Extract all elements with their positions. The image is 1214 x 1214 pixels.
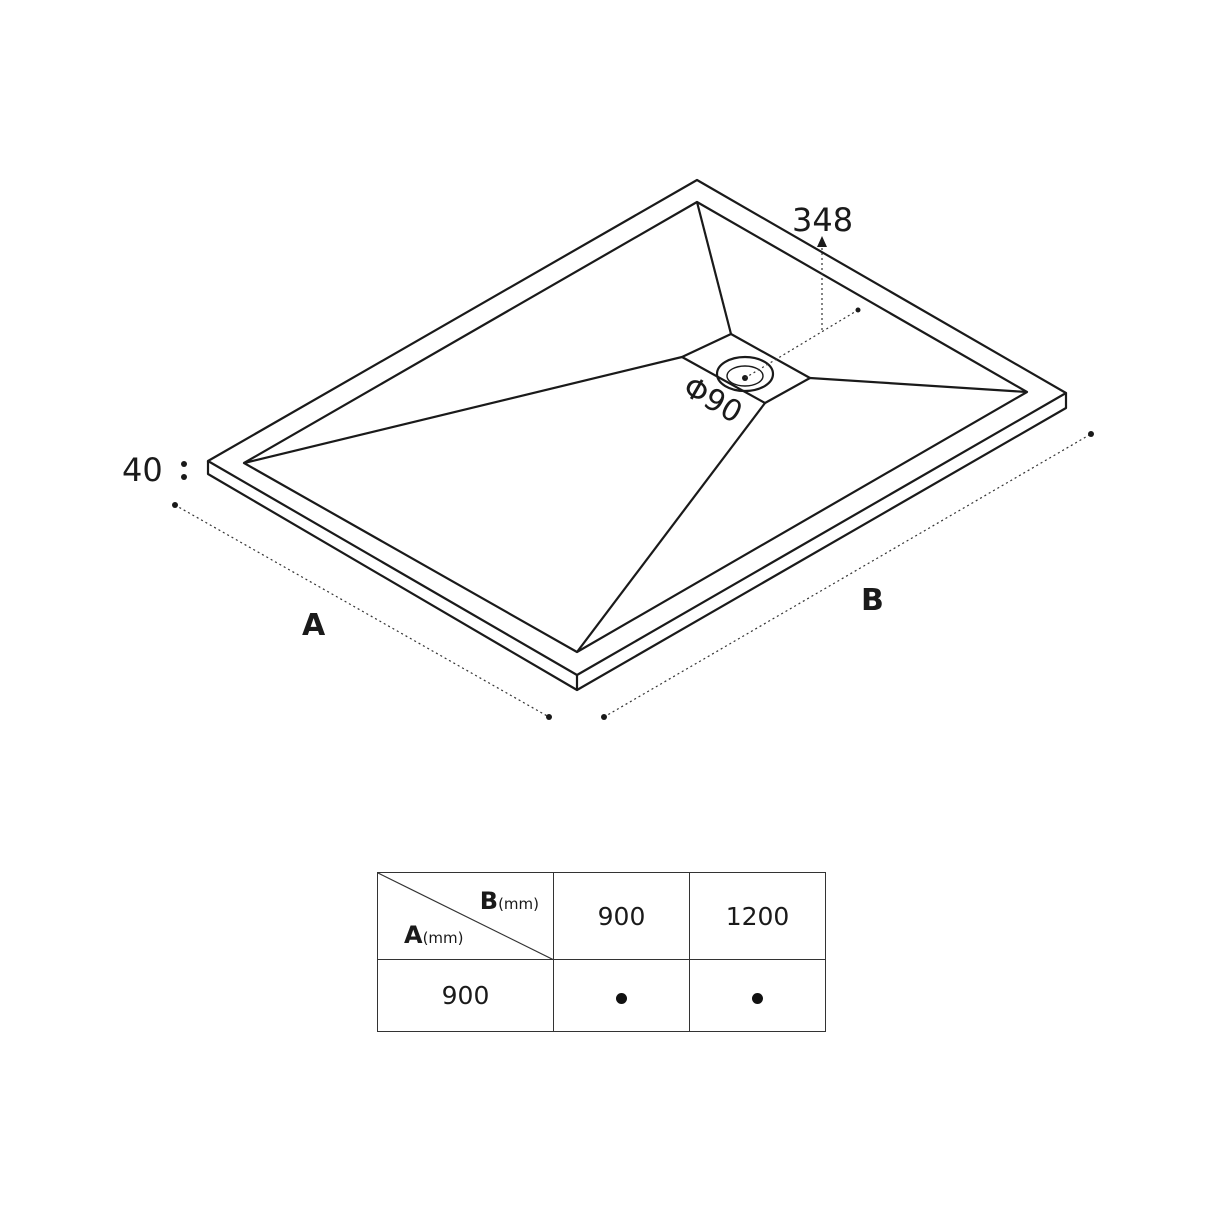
side-b-dimension-line xyxy=(603,433,1092,718)
height-dot-top xyxy=(181,461,187,467)
drain-square xyxy=(680,332,812,405)
side-a-dimension-line xyxy=(174,504,550,718)
slope-line-bottom xyxy=(576,402,766,653)
side-a-dot-start xyxy=(172,502,178,508)
drain-axis-end-dot xyxy=(855,307,861,313)
tray-left-face xyxy=(206,461,579,692)
tray-inner-rim xyxy=(242,200,1029,654)
tray-top-outline xyxy=(206,178,1068,677)
column-header-900: 900 xyxy=(553,872,690,960)
drain-axis-line xyxy=(744,309,859,379)
side-b-label: B xyxy=(861,583,884,618)
row-header-900: 900 xyxy=(377,959,554,1032)
height-dot-bottom xyxy=(181,474,187,480)
corner-diagonal xyxy=(378,873,553,959)
table-corner-cell: B(mm) A(mm) xyxy=(377,872,554,960)
slope-line-right xyxy=(809,376,1028,394)
side-b-dot-start xyxy=(601,714,607,720)
tray-right-face xyxy=(576,393,1068,691)
header-b: B(mm) xyxy=(479,887,539,915)
slope-line-top xyxy=(695,201,733,335)
side-a-label: A xyxy=(302,608,326,643)
cell-900x1200 xyxy=(689,959,826,1032)
header-a: A(mm) xyxy=(404,921,464,949)
table-row: 900 xyxy=(377,959,826,1032)
cell-900x900 xyxy=(553,959,690,1032)
column-header-1200: 1200 xyxy=(689,872,826,960)
table-header-row: B(mm) A(mm) 900 1200 xyxy=(377,872,826,960)
drain-offset-arrow xyxy=(817,236,827,247)
drain-diameter-label: Φ90 xyxy=(677,370,748,431)
available-dot-icon xyxy=(752,993,763,1004)
side-a-dot-end xyxy=(546,714,552,720)
drain-circle-inner xyxy=(726,365,764,387)
size-availability-table: B(mm) A(mm) 900 1200 900 xyxy=(377,872,826,1032)
drain-offset-label: 348 xyxy=(792,201,853,239)
available-dot-icon xyxy=(616,993,627,1004)
side-b-dot-end xyxy=(1088,431,1094,437)
drain-circle-outer xyxy=(715,355,775,393)
height-label: 40 xyxy=(122,451,163,489)
slope-line-left xyxy=(243,355,683,465)
